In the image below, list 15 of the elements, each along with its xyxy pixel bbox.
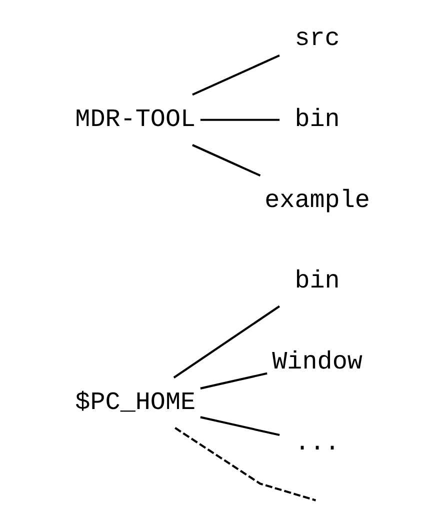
connector [174,427,316,502]
connector [192,54,280,96]
connector [192,144,261,177]
connector [200,416,280,436]
node-text: bin [294,104,340,134]
node-text: example [264,186,370,215]
node-text: MDR-TOOL [75,104,196,134]
connector [200,372,268,390]
node-text: Window [272,348,362,377]
node-text: bin [294,266,340,296]
connector [200,118,280,121]
connector [173,305,280,379]
node-text: $PC_HOME [75,388,196,417]
node-text: src [294,24,340,54]
node-text: ... [294,428,340,458]
